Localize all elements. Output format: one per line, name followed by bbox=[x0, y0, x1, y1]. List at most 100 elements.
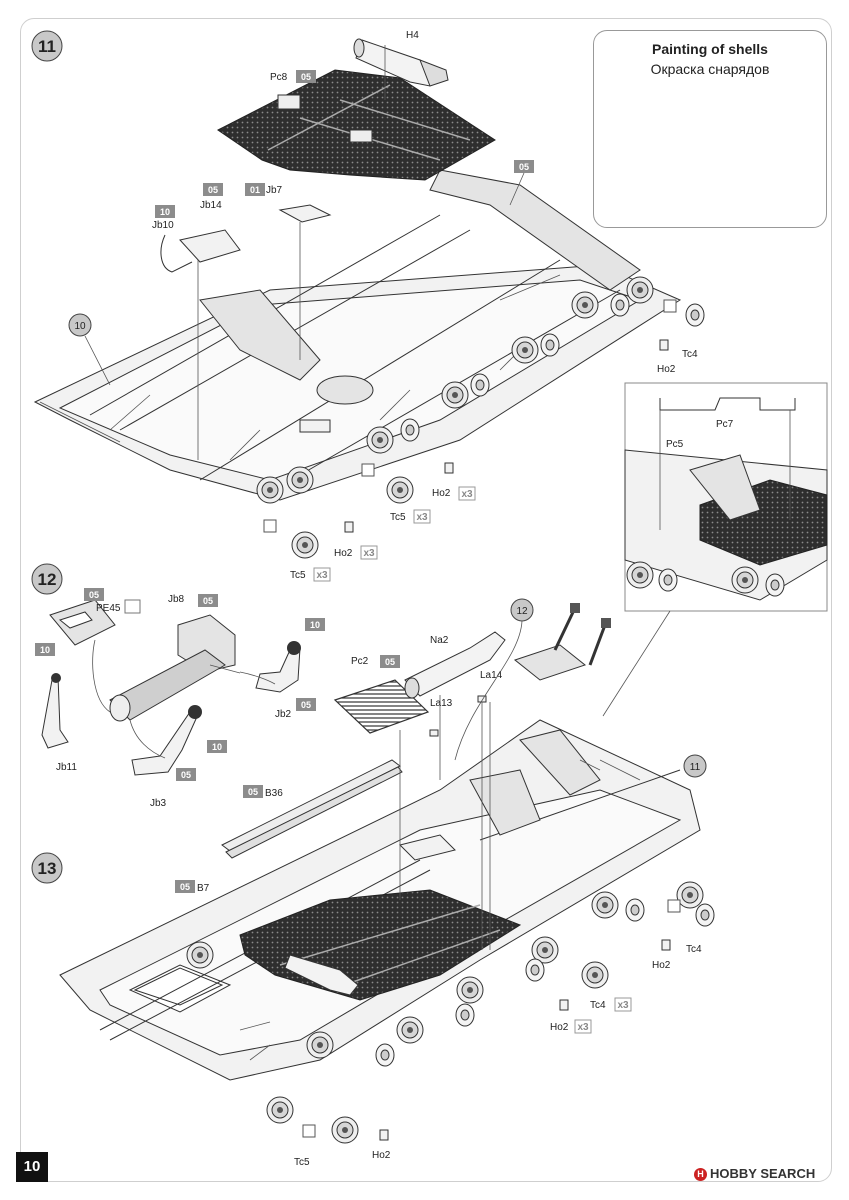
qty-tc5-b bbox=[313, 567, 331, 582]
svg-text:10: 10 bbox=[160, 207, 170, 217]
badge-pe45 bbox=[84, 588, 104, 601]
svg-text:10: 10 bbox=[212, 742, 222, 752]
label-jb10: Jb10 bbox=[152, 220, 174, 231]
painting-title: Painting of shells bbox=[652, 41, 768, 57]
svg-text:x3: x3 bbox=[617, 1000, 629, 1011]
arrow-up-icon bbox=[302, 1124, 316, 1138]
step-11-number: 11 bbox=[38, 37, 56, 56]
badge-jb10 bbox=[155, 205, 175, 218]
qty-tc5-a bbox=[413, 509, 431, 524]
badge-hull-05 bbox=[514, 160, 534, 173]
label-pc7: Pc7 bbox=[716, 419, 734, 430]
svg-text:05: 05 bbox=[203, 596, 213, 606]
ref-step-10 bbox=[68, 313, 92, 337]
svg-text:05: 05 bbox=[89, 590, 99, 600]
badge-jb2-05 bbox=[296, 698, 316, 711]
label-ho2-d: Ho2 bbox=[652, 960, 671, 971]
watermark-text: HOBBY SEARCH bbox=[710, 1166, 816, 1181]
arrow-up-icon bbox=[361, 463, 375, 477]
label-tc5-c: Tc5 bbox=[294, 1157, 310, 1168]
label-tc4-c: Tc4 bbox=[590, 1000, 606, 1011]
hobby-search-logo-icon: H bbox=[694, 1168, 707, 1181]
label-ho2-b: Ho2 bbox=[432, 488, 451, 499]
label-jb2: Jb2 bbox=[275, 709, 292, 720]
svg-text:12: 12 bbox=[516, 606, 528, 617]
arrow-up-icon bbox=[667, 899, 681, 913]
badge-pc8 bbox=[296, 70, 316, 83]
photo-etch-icon bbox=[124, 599, 141, 614]
svg-text:12: 12 bbox=[38, 570, 57, 589]
floor-plate-pc8 bbox=[217, 69, 496, 181]
svg-text:05: 05 bbox=[385, 657, 395, 667]
svg-text:05: 05 bbox=[301, 700, 311, 710]
label-ho2-e: Ho2 bbox=[550, 1022, 569, 1033]
svg-text:x3: x3 bbox=[316, 570, 328, 581]
label-ho2-f: Ho2 bbox=[372, 1150, 391, 1161]
badge-jb8 bbox=[198, 594, 218, 607]
label-b36: B36 bbox=[265, 788, 283, 799]
svg-text:13: 13 bbox=[38, 859, 57, 878]
plate-pc2 bbox=[333, 679, 430, 734]
svg-text:x3: x3 bbox=[363, 548, 375, 559]
label-tc4-a: Tc4 bbox=[682, 349, 698, 360]
inset-detail: Pc7 Pc5 bbox=[602, 382, 828, 717]
label-jb14: Jb14 bbox=[200, 200, 222, 211]
label-la13: La13 bbox=[430, 698, 453, 709]
label-pe45: PE45 bbox=[96, 603, 121, 614]
painting-shells-callout: Painting of shells Окраска снарядов bbox=[593, 30, 827, 228]
label-pc2: Pc2 bbox=[351, 656, 369, 667]
svg-text:05: 05 bbox=[208, 185, 218, 195]
ref-step-11 bbox=[683, 754, 707, 778]
svg-text:05: 05 bbox=[301, 72, 311, 82]
svg-text:11: 11 bbox=[690, 762, 701, 773]
badge-jb2-10 bbox=[305, 618, 325, 631]
svg-text:10: 10 bbox=[74, 321, 86, 332]
svg-text:x3: x3 bbox=[577, 1022, 589, 1033]
label-h4: H4 bbox=[406, 30, 419, 41]
label-ho2-a: Ho2 bbox=[657, 364, 676, 375]
arrow-up-icon bbox=[663, 299, 677, 313]
badge-jb3-10 bbox=[207, 740, 227, 753]
badge-b36 bbox=[243, 785, 263, 798]
hull-frame-step11 bbox=[33, 169, 682, 501]
badge-jb7 bbox=[245, 183, 265, 196]
svg-text:x3: x3 bbox=[461, 489, 473, 500]
label-pc8: Pc8 bbox=[270, 72, 288, 83]
svg-text:x3: x3 bbox=[416, 512, 428, 523]
step-12-marker bbox=[31, 563, 63, 595]
step-13-marker bbox=[31, 852, 63, 884]
label-b7: B7 bbox=[197, 883, 210, 894]
step-12-group: 12 05 PE45 10 Jb11 Jb8 05 10 bbox=[31, 563, 325, 809]
label-tc5-b: Tc5 bbox=[290, 570, 306, 581]
page-frame bbox=[20, 18, 832, 1182]
painting-title-ru: Окраска снарядов bbox=[650, 61, 770, 77]
qty-ho2-b bbox=[458, 486, 476, 501]
badge-b7 bbox=[175, 880, 195, 893]
page-number: 10 bbox=[16, 1152, 48, 1182]
label-jb8: Jb8 bbox=[168, 594, 185, 605]
arrow-up-icon bbox=[263, 519, 277, 533]
svg-text:10: 10 bbox=[40, 645, 50, 655]
badge-jb14 bbox=[203, 183, 223, 196]
step-11-group: 11 bbox=[31, 30, 705, 582]
label-tc4-b: Tc4 bbox=[686, 944, 702, 955]
badge-pc2 bbox=[380, 655, 400, 668]
svg-text:05: 05 bbox=[181, 770, 191, 780]
step-13-group: 13 bbox=[31, 598, 715, 1168]
svg-text:10: 10 bbox=[310, 620, 320, 630]
label-na2: Na2 bbox=[430, 635, 449, 646]
svg-text:05: 05 bbox=[248, 787, 258, 797]
svg-text:05: 05 bbox=[519, 162, 529, 172]
badge-jb11 bbox=[35, 643, 55, 656]
qty-ho2-c bbox=[360, 545, 378, 560]
qty-ho2-e bbox=[574, 1019, 592, 1034]
badge-jb3-05 bbox=[176, 768, 196, 781]
label-jb3: Jb3 bbox=[150, 798, 167, 809]
qty-tc4-c bbox=[614, 997, 632, 1012]
label-la14: La14 bbox=[480, 670, 503, 681]
svg-text:01: 01 bbox=[250, 185, 260, 195]
label-ho2-c: Ho2 bbox=[334, 548, 353, 559]
step-11-marker bbox=[31, 30, 63, 62]
